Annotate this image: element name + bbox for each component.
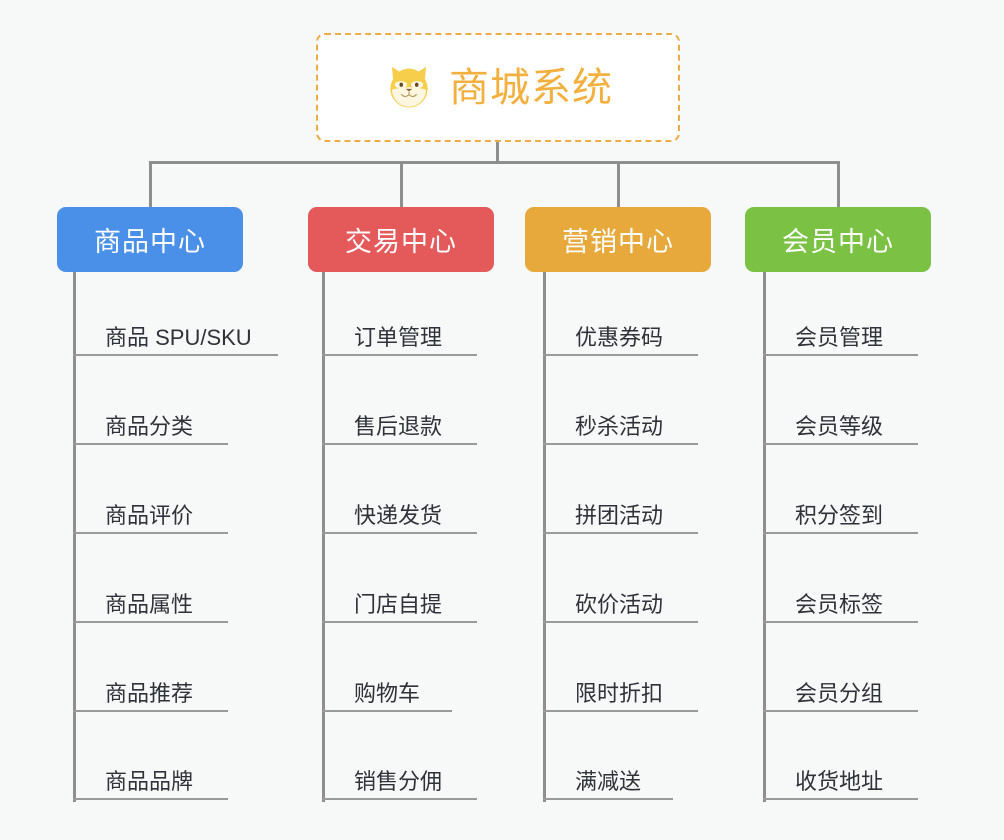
leaf-item-product-center-0[interactable]: 商品 SPU/SKU <box>73 310 278 356</box>
leaf-item-label: 购物车 <box>354 680 421 706</box>
leaf-item-member-center-0[interactable]: 会员管理 <box>763 310 918 356</box>
leaf-item-label: 商品评价 <box>105 502 194 528</box>
leaf-item-trade-center-3[interactable]: 门店自提 <box>322 577 477 623</box>
leaf-item-member-center-5[interactable]: 收货地址 <box>763 754 918 800</box>
leaf-item-product-center-5[interactable]: 商品品牌 <box>73 754 228 800</box>
leaf-item-label: 门店自提 <box>354 591 443 617</box>
leaf-item-trade-center-2[interactable]: 快递发货 <box>322 488 477 534</box>
connector-horizontal-bus <box>150 161 840 164</box>
connector-drop-member-center <box>837 161 840 209</box>
leaf-item-label: 销售分佣 <box>354 768 443 794</box>
leaf-item-label: 商品推荐 <box>105 680 194 706</box>
leaf-item-label: 砍价活动 <box>575 591 664 617</box>
leaf-item-label: 优惠券码 <box>575 324 664 350</box>
leaf-item-label: 商品品牌 <box>105 768 194 794</box>
column-spine-trade-center <box>322 272 325 802</box>
leaf-item-label: 收货地址 <box>795 768 884 794</box>
leaf-item-marketing-center-5[interactable]: 满减送 <box>543 754 673 800</box>
leaf-item-member-center-4[interactable]: 会员分组 <box>763 666 918 712</box>
leaf-item-trade-center-1[interactable]: 售后退款 <box>322 399 477 445</box>
leaf-item-marketing-center-4[interactable]: 限时折扣 <box>543 666 698 712</box>
leaf-item-trade-center-4[interactable]: 购物车 <box>322 666 452 712</box>
category-box-marketing-center[interactable]: 营销中心 <box>525 207 711 272</box>
category-label: 商品中心 <box>94 227 206 257</box>
category-box-product-center[interactable]: 商品中心 <box>57 207 243 272</box>
leaf-item-label: 商品属性 <box>105 591 194 617</box>
root-node-shop-system[interactable]: 商城系统 <box>316 33 680 142</box>
leaf-item-label: 订单管理 <box>354 324 443 350</box>
category-label: 交易中心 <box>345 227 457 257</box>
leaf-item-label: 商品 SPU/SKU <box>105 324 252 350</box>
leaf-item-marketing-center-2[interactable]: 拼团活动 <box>543 488 698 534</box>
leaf-item-label: 售后退款 <box>354 413 443 439</box>
leaf-item-product-center-3[interactable]: 商品属性 <box>73 577 228 623</box>
column-spine-product-center <box>73 272 76 802</box>
category-box-member-center[interactable]: 会员中心 <box>745 207 931 272</box>
leaf-item-member-center-1[interactable]: 会员等级 <box>763 399 918 445</box>
connector-drop-product-center <box>149 161 152 209</box>
leaf-item-label: 快递发货 <box>354 502 443 528</box>
leaf-item-label: 秒杀活动 <box>575 413 664 439</box>
leaf-item-label: 商品分类 <box>105 413 194 439</box>
leaf-item-marketing-center-3[interactable]: 砍价活动 <box>543 577 698 623</box>
leaf-item-label: 限时折扣 <box>575 680 664 706</box>
leaf-item-label: 满减送 <box>575 768 642 794</box>
leaf-item-member-center-2[interactable]: 积分签到 <box>763 488 918 534</box>
shiba-dog-face-icon <box>383 62 435 114</box>
leaf-item-product-center-1[interactable]: 商品分类 <box>73 399 228 445</box>
leaf-item-marketing-center-1[interactable]: 秒杀活动 <box>543 399 698 445</box>
root-title: 商城系统 <box>449 65 613 110</box>
connector-drop-trade-center <box>400 161 403 209</box>
leaf-item-trade-center-5[interactable]: 销售分佣 <box>322 754 477 800</box>
connector-drop-marketing-center <box>617 161 620 209</box>
leaf-item-label: 拼团活动 <box>575 502 664 528</box>
leaf-item-label: 会员等级 <box>795 413 884 439</box>
leaf-item-trade-center-0[interactable]: 订单管理 <box>322 310 477 356</box>
column-spine-member-center <box>763 272 766 802</box>
category-box-trade-center[interactable]: 交易中心 <box>308 207 494 272</box>
leaf-item-label: 会员管理 <box>795 324 884 350</box>
leaf-item-product-center-4[interactable]: 商品推荐 <box>73 666 228 712</box>
category-label: 营销中心 <box>562 227 674 257</box>
leaf-item-marketing-center-0[interactable]: 优惠券码 <box>543 310 698 356</box>
leaf-item-label: 会员标签 <box>795 591 884 617</box>
leaf-item-product-center-2[interactable]: 商品评价 <box>73 488 228 534</box>
column-spine-marketing-center <box>543 272 546 802</box>
leaf-item-label: 会员分组 <box>795 680 884 706</box>
leaf-item-label: 积分签到 <box>795 502 884 528</box>
connector-root-stem <box>496 142 499 164</box>
leaf-item-member-center-3[interactable]: 会员标签 <box>763 577 918 623</box>
category-label: 会员中心 <box>782 227 894 257</box>
